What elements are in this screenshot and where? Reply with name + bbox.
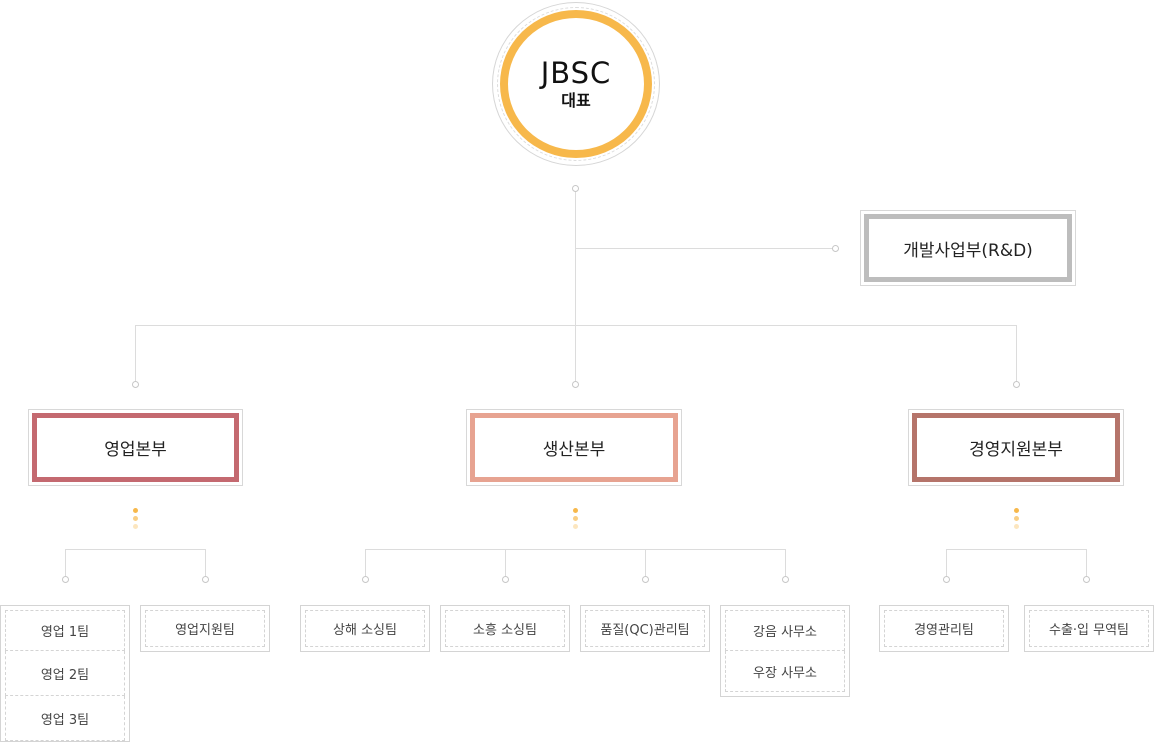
indicator-dot bbox=[1014, 508, 1019, 513]
connector-line bbox=[135, 325, 1017, 326]
division-sales: 영업본부 bbox=[28, 409, 243, 486]
connector-dot bbox=[1013, 381, 1020, 388]
rnd-label: 개발사업부(R&D) bbox=[903, 240, 1033, 261]
connector-line bbox=[65, 549, 66, 577]
team-item: 수출·입 무역팀 bbox=[1029, 610, 1149, 647]
indicator-dot bbox=[573, 508, 578, 513]
division-label: 생산본부 bbox=[542, 440, 606, 460]
team-group-mgmt: 경영관리팀 bbox=[879, 605, 1009, 652]
connector-dot bbox=[832, 245, 839, 252]
team-group-offices: 강음 사무소 우장 사무소 bbox=[720, 605, 850, 697]
rnd-node: 개발사업부(R&D) bbox=[860, 210, 1076, 286]
team-item: 영업지원팀 bbox=[145, 610, 265, 647]
team-item: 소흥 소싱팀 bbox=[445, 610, 565, 647]
connector-line bbox=[1086, 549, 1087, 577]
division-box: 생산본부 bbox=[470, 413, 678, 482]
rnd-box: 개발사업부(R&D) bbox=[864, 214, 1072, 282]
team-group-qc: 품질(QC)관리팀 bbox=[580, 605, 710, 652]
team-group-shanghai: 상해 소싱팀 bbox=[300, 605, 430, 652]
division-production: 생산본부 bbox=[466, 409, 682, 486]
indicator-dot bbox=[133, 524, 138, 529]
team-group-shaoxing: 소흥 소싱팀 bbox=[440, 605, 570, 652]
division-management: 경영지원본부 bbox=[908, 409, 1124, 486]
division-box: 영업본부 bbox=[32, 413, 239, 482]
connector-line bbox=[65, 549, 206, 550]
team-item: 영업 2팀 bbox=[5, 651, 125, 696]
connector-line bbox=[946, 549, 947, 577]
connector-dot bbox=[642, 576, 649, 583]
connector-line bbox=[505, 549, 506, 577]
indicator-dot bbox=[573, 524, 578, 529]
indicator-dot bbox=[133, 508, 138, 513]
team-item: 우장 사무소 bbox=[725, 651, 845, 692]
team-item: 경영관리팀 bbox=[884, 610, 1004, 647]
ceo-dashed-ring bbox=[497, 7, 655, 161]
team-item: 영업 1팀 bbox=[5, 610, 125, 651]
team-item: 상해 소싱팀 bbox=[305, 610, 425, 647]
team-group-sales-support: 영업지원팀 bbox=[140, 605, 270, 652]
connector-dot bbox=[362, 576, 369, 583]
ceo-name: JBSC bbox=[540, 56, 612, 90]
team-group-trade: 수출·입 무역팀 bbox=[1024, 605, 1154, 652]
division-label: 영업본부 bbox=[104, 440, 167, 460]
division-box: 경영지원본부 bbox=[912, 413, 1120, 482]
connector-dot bbox=[943, 576, 950, 583]
indicator-dot bbox=[133, 516, 138, 521]
indicator-dot bbox=[1014, 524, 1019, 529]
connector-dot bbox=[1083, 576, 1090, 583]
connector-line bbox=[205, 549, 206, 577]
connector-dot bbox=[502, 576, 509, 583]
connector-line bbox=[135, 325, 136, 382]
connector-dot bbox=[202, 576, 209, 583]
connector-line bbox=[365, 549, 366, 577]
ceo-node: JBSC 대표 bbox=[500, 10, 652, 158]
connector-dot bbox=[62, 576, 69, 583]
connector-line bbox=[365, 549, 786, 550]
team-item: 강음 사무소 bbox=[725, 610, 845, 651]
connector-line bbox=[946, 549, 1087, 550]
team-group-sales: 영업 1팀 영업 2팀 영업 3팀 bbox=[0, 605, 130, 742]
ceo-title: 대표 bbox=[561, 91, 591, 110]
connector-dot bbox=[782, 576, 789, 583]
team-item: 영업 3팀 bbox=[5, 696, 125, 741]
connector-line bbox=[645, 549, 646, 577]
connector-dot bbox=[572, 185, 579, 192]
division-label: 경영지원본부 bbox=[969, 440, 1063, 460]
connector-line bbox=[576, 248, 834, 249]
connector-dot bbox=[132, 381, 139, 388]
connector-line bbox=[1016, 325, 1017, 382]
connector-line bbox=[785, 549, 786, 577]
ceo-outer-ring bbox=[492, 2, 660, 166]
connector-line bbox=[575, 192, 576, 382]
indicator-dot bbox=[1014, 516, 1019, 521]
indicator-dot bbox=[573, 516, 578, 521]
team-item: 품질(QC)관리팀 bbox=[585, 610, 705, 647]
connector-dot bbox=[572, 381, 579, 388]
